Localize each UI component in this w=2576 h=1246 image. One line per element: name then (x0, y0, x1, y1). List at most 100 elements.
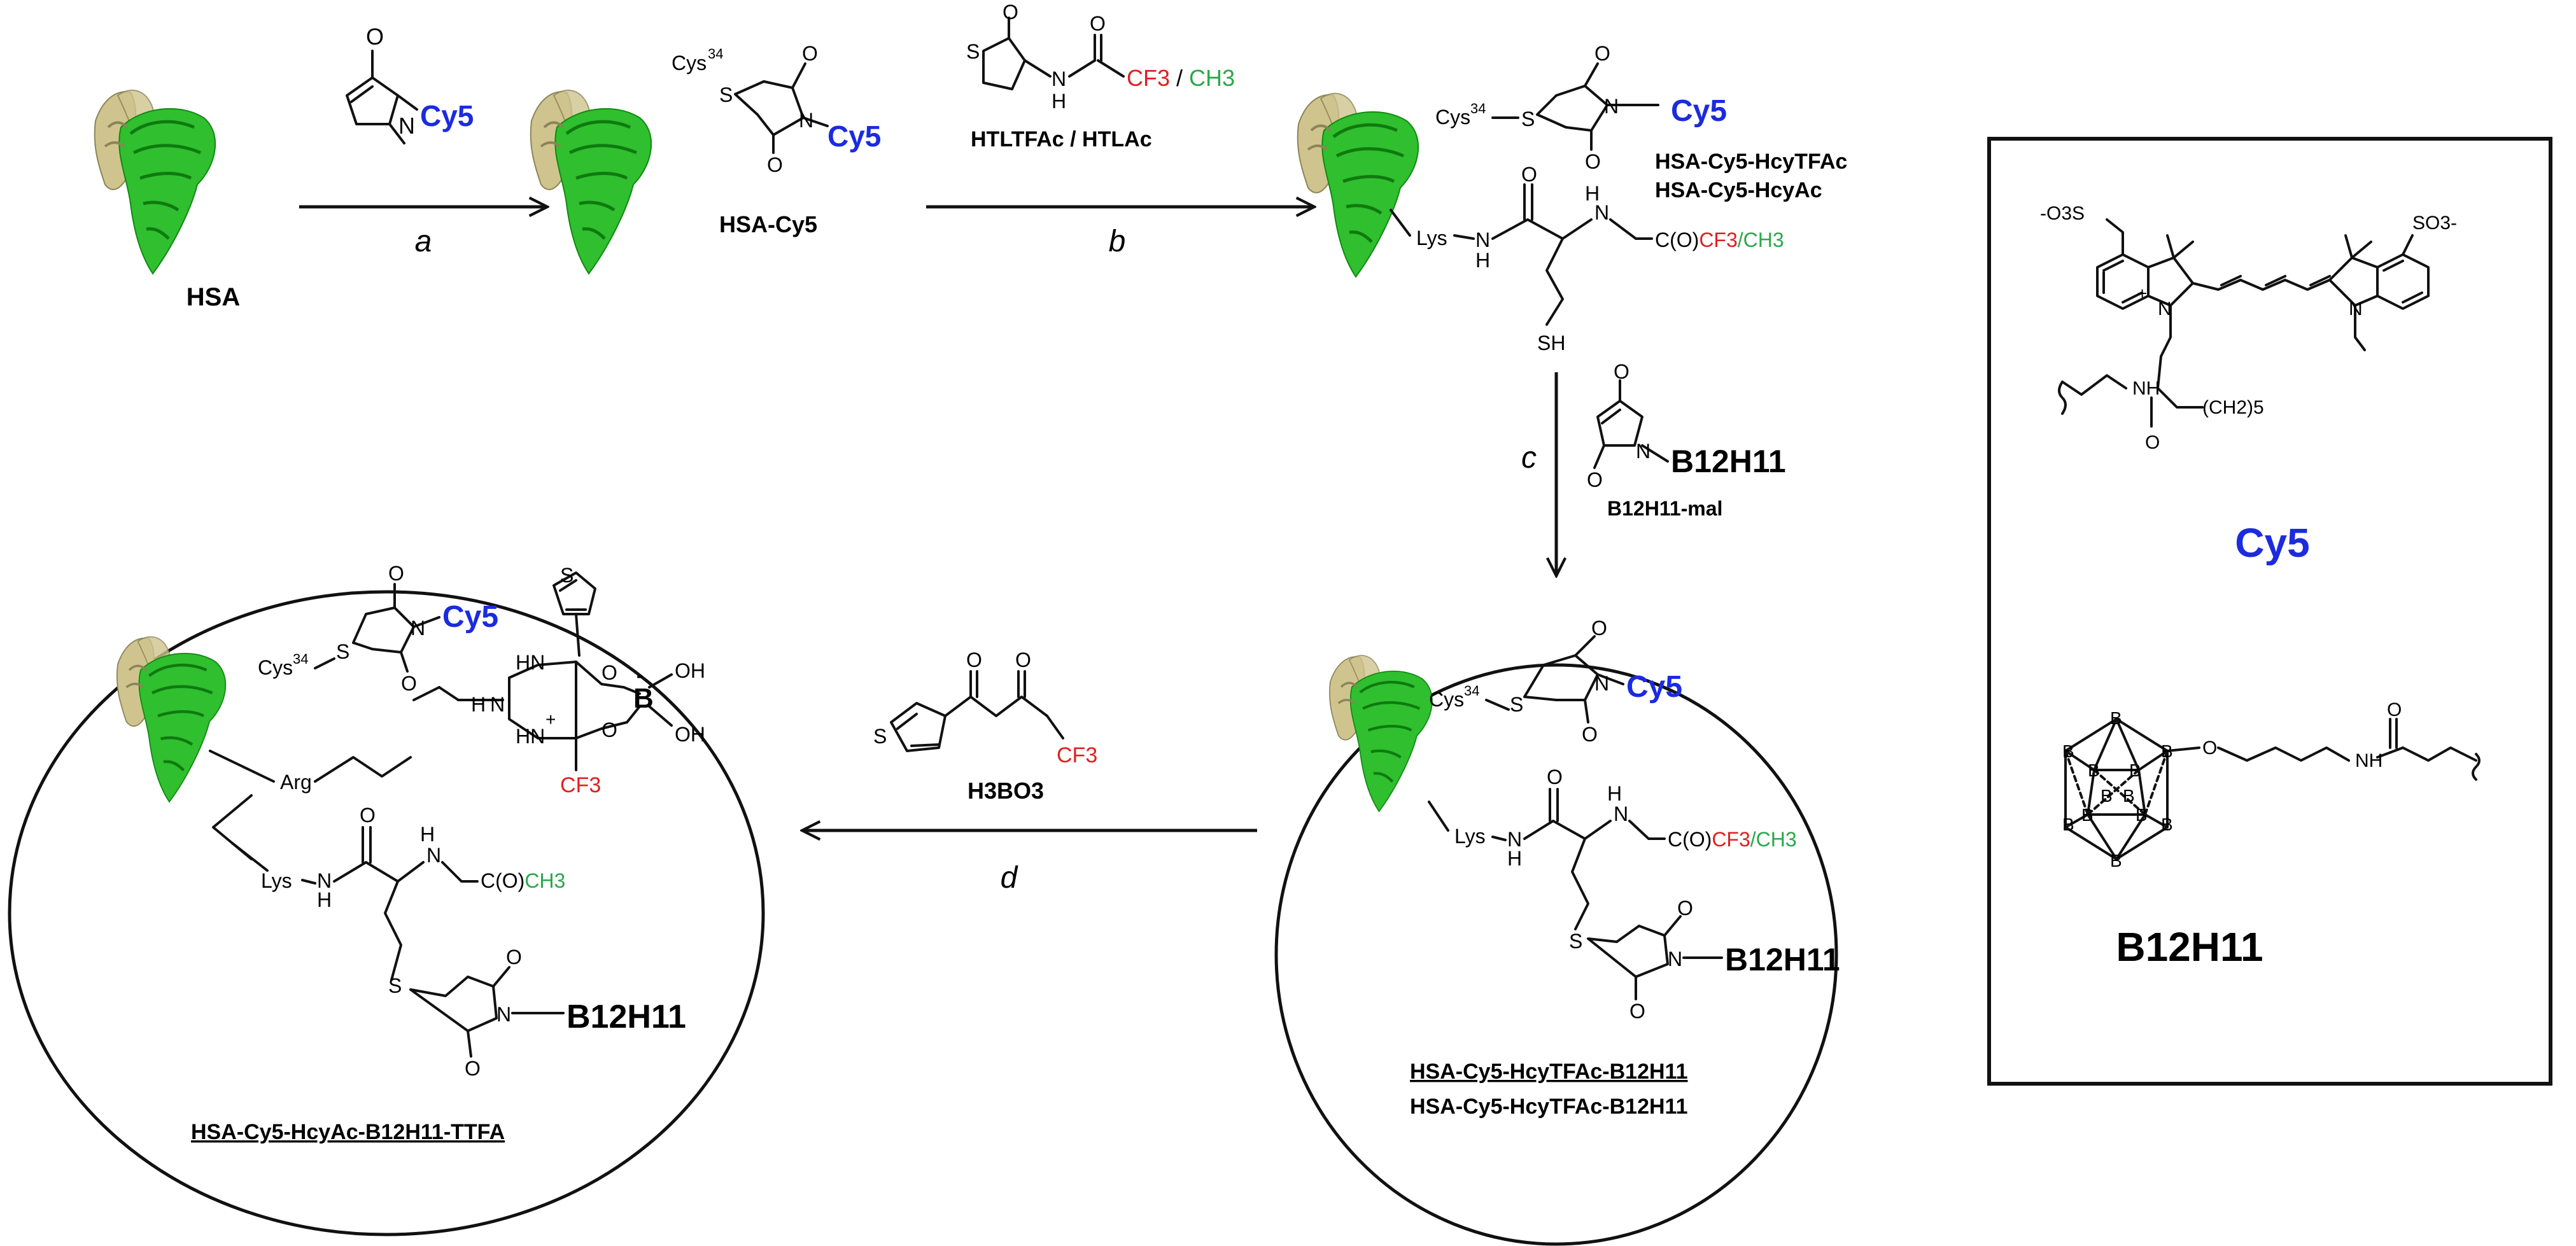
cys-label: Cys (672, 52, 707, 74)
atom-o: O (465, 1057, 481, 1080)
legend-b12h11-label: B12H11 (2116, 924, 2263, 970)
cy5-label-a: Cy5 (420, 99, 474, 132)
atom-o: O (767, 153, 783, 176)
atom-o: O (1594, 42, 1610, 65)
ttfa-reagent (890, 670, 1064, 752)
c-o: C(O) (1668, 828, 1712, 851)
lys-label: Lys (261, 869, 292, 892)
cy5-label-2: Cy5 (1671, 94, 1727, 128)
hydroxyl: OH (675, 659, 705, 682)
b12h11-label-c: B12H11 (1725, 942, 1840, 977)
slash-separator: / (1750, 828, 1756, 851)
step-b-label: b (1109, 225, 1126, 258)
atom-s: S (1521, 108, 1535, 130)
atom-n: N (496, 1003, 511, 1026)
atom-o: O (2202, 738, 2217, 759)
atom-o: O (2387, 699, 2402, 720)
atom-s: S (336, 640, 349, 663)
atom-s: S (719, 83, 733, 106)
atom-s: S (560, 564, 574, 587)
hsa-cy5-protein (531, 90, 651, 274)
product-d-name: HSA-Cy5-HcyAc-B12H11-TTFA (191, 1120, 505, 1144)
product-c-protein (1330, 655, 1432, 811)
hcy-backbone-c (1523, 788, 1723, 1000)
cy5-label-3: Cy5 (1626, 670, 1682, 704)
hsa-cy5-label: HSA-Cy5 (719, 211, 817, 237)
cf3-group: CF3 (1699, 228, 1737, 251)
reagent-b-names: HTLTFAc / HTLAc (971, 127, 1152, 151)
cy5-label-4: Cy5 (442, 600, 498, 634)
legend-cy5-label: Cy5 (2235, 520, 2309, 566)
boron-atom: B (2161, 815, 2173, 834)
atom-n: N (1594, 672, 1609, 695)
atom-o: O (1547, 766, 1563, 788)
b12h11-mal-label: B12H11-mal (1607, 497, 1722, 520)
hn-group: HN (516, 725, 545, 748)
atom-n: N (1668, 948, 1682, 970)
hsa-protein (95, 90, 215, 274)
slash-separator: / (1170, 65, 1189, 91)
c-o: C(O) (481, 869, 524, 892)
atom-o: O (1629, 1000, 1645, 1023)
sulfonate-right: SO3- (2412, 213, 2457, 234)
reagent-b-r-groups: CF3 / CH3 (1127, 65, 1235, 91)
lys-label: Lys (1454, 825, 1486, 848)
cys-label: Cys (1435, 106, 1470, 129)
cys-label: Cys (1429, 688, 1464, 711)
step-a-label: a (415, 225, 432, 258)
cys-label: Cys (258, 656, 293, 679)
sulfonate-left: -O3S (2040, 203, 2085, 224)
atom-h: H (317, 888, 332, 911)
atom-o: O (602, 661, 617, 684)
hsa-label: HSA (187, 283, 240, 311)
thiophene-boron-complex (412, 571, 673, 771)
atom-o: O (602, 718, 617, 741)
cys-superscript: 34 (1464, 683, 1479, 699)
htlac-label: HTLAc (1082, 127, 1152, 151)
atom-o: O (802, 42, 818, 65)
atom-o: O (1585, 150, 1601, 173)
boron-atom: B (2081, 805, 2094, 825)
lys-label: Lys (1416, 227, 1447, 249)
atom-s: S (1569, 930, 1582, 953)
atom-o: O (1090, 12, 1106, 35)
ch3-group: CH3 (524, 869, 565, 892)
methylene-chain: (CH2)5 (2202, 397, 2264, 418)
cy5-maleimide (346, 50, 418, 144)
atom-s: S (966, 40, 980, 63)
atom-h: H (1607, 782, 1622, 805)
atom-n: N (426, 844, 441, 867)
thiol-sh: SH (1537, 332, 1565, 354)
atom-h: H (1585, 182, 1600, 205)
product-c-name-2: HSA-Cy5-HcyTFAc-B12H11 (1410, 1095, 1688, 1119)
atom-o: O (966, 648, 982, 671)
ch3-group: CH3 (1756, 828, 1797, 851)
atom-o: O (1587, 468, 1603, 491)
product-d-circle (8, 590, 765, 1236)
atom-o: O (506, 946, 522, 969)
cy5-structure (2058, 218, 2430, 428)
succinimide-ring-3 (1523, 635, 1624, 724)
homocysteine-thiolactone (982, 17, 1125, 90)
b12h11-reagent-label: B12H11 (1671, 444, 1786, 479)
product-b-protein (1298, 94, 1418, 277)
atom-h: H (1475, 249, 1490, 272)
atom-o: O (366, 24, 384, 50)
succinimide-ring-2 (1536, 62, 1659, 151)
step-d-label: d (1001, 861, 1018, 895)
boron-atom: B (2088, 760, 2100, 780)
amide-nh: NH (2132, 378, 2160, 399)
boron-atom: B (2110, 708, 2122, 728)
boron-atom: B (2062, 815, 2074, 834)
ch3-group: CH3 (1743, 228, 1784, 251)
atom-n: N (799, 109, 813, 132)
atom-n: N (1052, 67, 1066, 90)
atom-o: O (1003, 1, 1018, 24)
product-b-name-2: HSA-Cy5-HcyAc (1655, 178, 1822, 202)
acyl-group-c: C(O)CF3/CH3 (1668, 828, 1797, 851)
arg-label: Arg (280, 771, 312, 794)
boron-atom: B (2062, 741, 2074, 761)
boric-acid-label: H3BO3 (968, 778, 1044, 804)
atom-n: N (1614, 802, 1628, 825)
